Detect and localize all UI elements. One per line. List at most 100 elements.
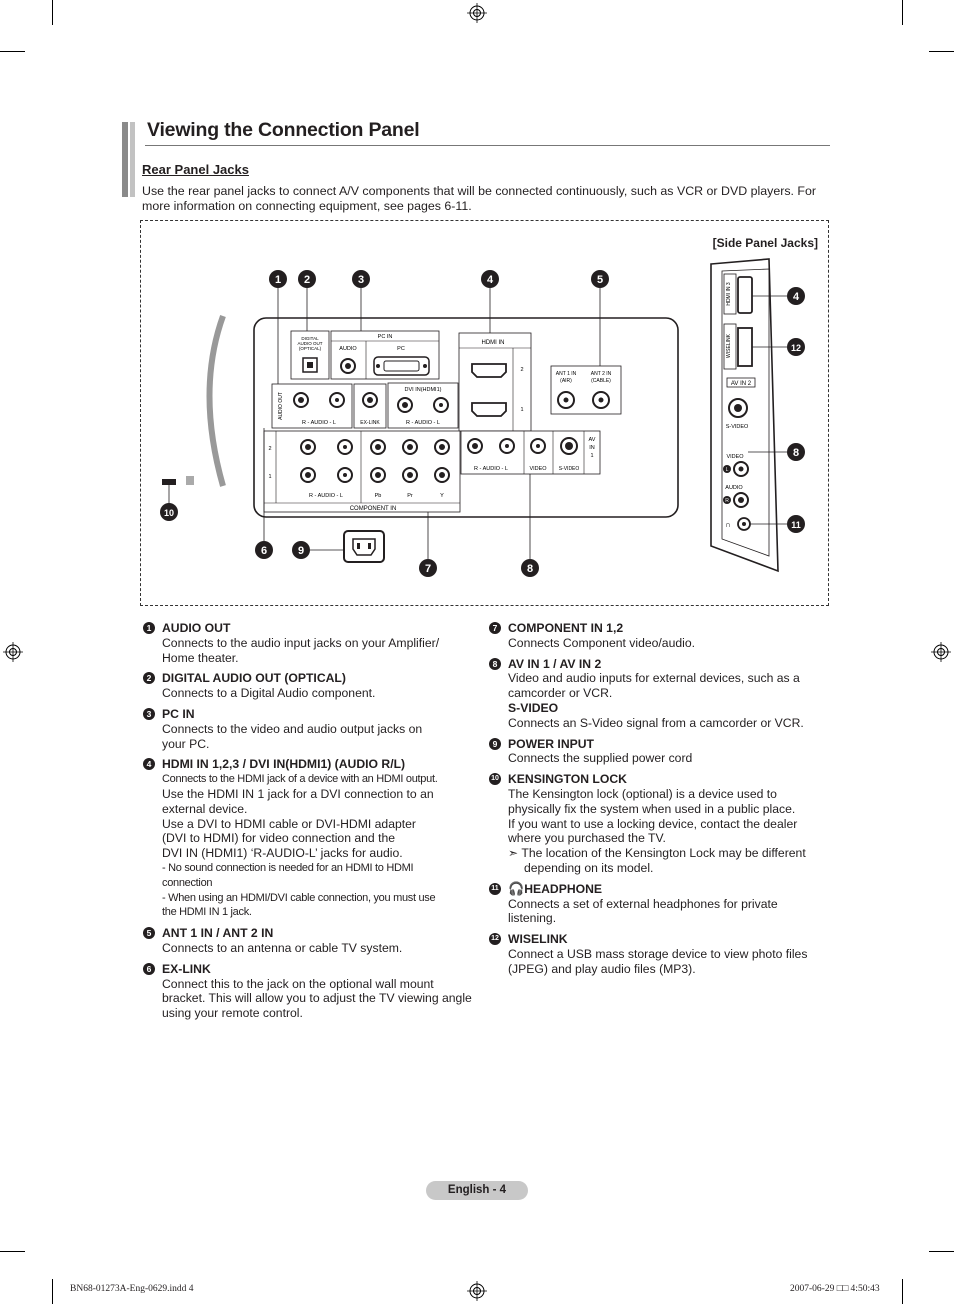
intro-paragraph: Use the rear panel jacks to connect A/V … xyxy=(142,184,817,213)
svg-text:S-VIDEO: S-VIDEO xyxy=(559,466,580,472)
number-badge: 5 xyxy=(143,927,155,940)
registration-mark-left xyxy=(3,642,23,662)
item-note: - No sound connection is needed for an H… xyxy=(162,861,414,889)
svg-text:AV: AV xyxy=(589,437,596,443)
callout-9: 9 xyxy=(298,545,304,557)
item-ex-link: 6 EX-LINK Connect this to the jack on th… xyxy=(143,962,483,1021)
title-accent-bar-light xyxy=(130,122,135,197)
svg-text:AUDIO: AUDIO xyxy=(725,485,743,491)
svg-text:AV IN 2: AV IN 2 xyxy=(731,381,752,387)
item-body: Connects to a Digital Audio component. xyxy=(162,686,376,701)
callout-side-4: 4 xyxy=(793,291,800,303)
descriptions-left: 1 AUDIO OUT Connects to the audio input … xyxy=(143,621,483,1027)
svg-text:1: 1 xyxy=(268,474,271,480)
side-panel-label: [Side Panel Jacks] xyxy=(712,236,818,250)
item-heading: AUDIO OUT xyxy=(162,621,231,635)
callout-side-8: 8 xyxy=(793,447,799,459)
svg-text:EX-LINK: EX-LINK xyxy=(360,420,380,426)
item-body: Connect this to the jack on the optional… xyxy=(162,976,472,1021)
number-badge: 10 xyxy=(489,773,501,786)
item-heading: ANT 1 IN / ANT 2 IN xyxy=(162,926,274,941)
descriptions-right: 7 COMPONENT IN 1,2 Connects Component vi… xyxy=(489,621,829,983)
number-badge: 11 xyxy=(489,882,501,895)
callout-6: 6 xyxy=(261,545,267,557)
item-body: Connects a set of external headphones fo… xyxy=(508,896,778,926)
item-wiselink: 12 WISELINK Connect a USB mass storage d… xyxy=(489,932,829,976)
item-body: Video and audio inputs for external devi… xyxy=(508,671,800,701)
svg-text:(OPTICAL): (OPTICAL) xyxy=(299,346,322,351)
callout-7: 7 xyxy=(425,563,431,575)
svg-text:WISELINK: WISELINK xyxy=(726,333,732,358)
svg-text:1: 1 xyxy=(520,407,523,413)
date-slug: 2007-06-29 □□ 4:50:43 xyxy=(790,1284,880,1294)
item-body: Connects the supplied power cord xyxy=(508,751,693,766)
callout-8: 8 xyxy=(527,563,533,575)
item-tip: ➣ The location of the Kensington Lock ma… xyxy=(508,846,806,875)
item-body: Connects Component video/audio. xyxy=(508,635,695,650)
svg-text:(CABLE): (CABLE) xyxy=(591,378,611,384)
item-power-input: 9 POWER INPUT Connects the supplied powe… xyxy=(489,737,829,767)
svg-text:1: 1 xyxy=(590,453,593,459)
title-rule xyxy=(145,145,830,146)
section-subtitle: Rear Panel Jacks xyxy=(142,162,249,177)
number-badge: 1 xyxy=(143,622,155,634)
svg-text:R: R xyxy=(725,498,729,504)
item-component-in: 7 COMPONENT IN 1,2 Connects Component vi… xyxy=(489,621,829,651)
registration-mark-right xyxy=(931,642,951,662)
item-heading: PC IN xyxy=(162,706,195,721)
svg-text:(AIR): (AIR) xyxy=(560,378,572,384)
svg-text:HDMI IN: HDMI IN xyxy=(482,340,505,346)
callout-10: 10 xyxy=(164,508,174,518)
page-number-pill: English - 4 xyxy=(426,1181,528,1200)
svg-text:S-VIDEO: S-VIDEO xyxy=(726,424,749,430)
svg-text:AUDIO OUT: AUDIO OUT xyxy=(278,392,284,420)
headphone-icon: 🎧 xyxy=(508,880,525,896)
svg-text:DVI IN(HDMI1): DVI IN(HDMI1) xyxy=(405,387,442,393)
item-headphone: 11 🎧HEADPHONE Connects a set of external… xyxy=(489,882,829,926)
svg-text:ANT 1 IN: ANT 1 IN xyxy=(556,371,577,377)
svg-text:2: 2 xyxy=(268,446,271,452)
registration-mark-top xyxy=(467,3,487,23)
item-heading: EX-LINK xyxy=(162,961,211,976)
item-note: - When using an HDMI/DVI cable connectio… xyxy=(162,891,436,919)
number-badge: 3 xyxy=(143,707,155,720)
svg-text:∩: ∩ xyxy=(725,520,731,529)
item-audio-out: 1 AUDIO OUT Connects to the audio input … xyxy=(143,621,483,665)
page-title: Viewing the Connection Panel xyxy=(147,119,420,141)
number-badge: 12 xyxy=(489,933,501,946)
svg-text:HDMI IN 3: HDMI IN 3 xyxy=(726,282,732,306)
number-badge: 6 xyxy=(143,962,155,975)
svg-text:R - AUDIO - L: R - AUDIO - L xyxy=(302,420,336,426)
item-kensington-lock: 10 KENSINGTON LOCK The Kensington lock (… xyxy=(489,772,829,876)
item-body: Connect a USB mass storage device to vie… xyxy=(508,946,808,976)
item-body: Connects to the audio input jacks on you… xyxy=(162,635,440,665)
item-av-in: 8 AV IN 1 / AV IN 2 Video and audio inpu… xyxy=(489,657,829,731)
svg-text:R - AUDIO - L: R - AUDIO - L xyxy=(474,466,508,472)
svg-text:AUDIO: AUDIO xyxy=(339,346,357,352)
svg-text:IN: IN xyxy=(589,445,595,451)
svg-text:R - AUDIO - L: R - AUDIO - L xyxy=(309,493,343,499)
item-subheading: S-VIDEO xyxy=(508,700,559,715)
item-body: Use the HDMI IN 1 jack for a DVI connect… xyxy=(162,786,434,861)
item-heading: 🎧HEADPHONE xyxy=(508,880,603,896)
panel-diagram: DIGITAL AUDIO OUT (OPTICAL) PC IN AUDIO … xyxy=(160,258,805,577)
item-body-small: Connects to the HDMI jack of a device wi… xyxy=(162,773,438,786)
item-heading: AV IN 1 / AV IN 2 xyxy=(508,656,602,671)
svg-text:VIDEO: VIDEO xyxy=(726,454,744,460)
number-badge: 4 xyxy=(143,758,155,771)
item-ant-in: 5 ANT 1 IN / ANT 2 IN Connects to an ant… xyxy=(143,926,483,956)
svg-text:DIGITAL: DIGITAL xyxy=(301,336,319,341)
callout-3: 3 xyxy=(358,274,364,286)
item-heading: HDMI IN 1,2,3 / DVI IN(HDMI1) (AUDIO R/L… xyxy=(162,757,406,772)
item-body: The Kensington lock (optional) is a devi… xyxy=(508,786,798,846)
number-badge: 7 xyxy=(489,622,501,634)
callout-5: 5 xyxy=(597,274,603,286)
callout-2: 2 xyxy=(304,274,310,286)
connection-panel-figure: [Side Panel Jacks] DIGITAL AUDIO OUT (OP… xyxy=(140,220,829,606)
number-badge: 2 xyxy=(143,672,155,685)
svg-text:Y: Y xyxy=(440,493,444,499)
callout-4: 4 xyxy=(487,274,494,286)
svg-text:VIDEO: VIDEO xyxy=(529,466,547,472)
item-heading: COMPONENT IN 1,2 xyxy=(508,621,624,635)
item-heading: WISELINK xyxy=(508,932,568,947)
